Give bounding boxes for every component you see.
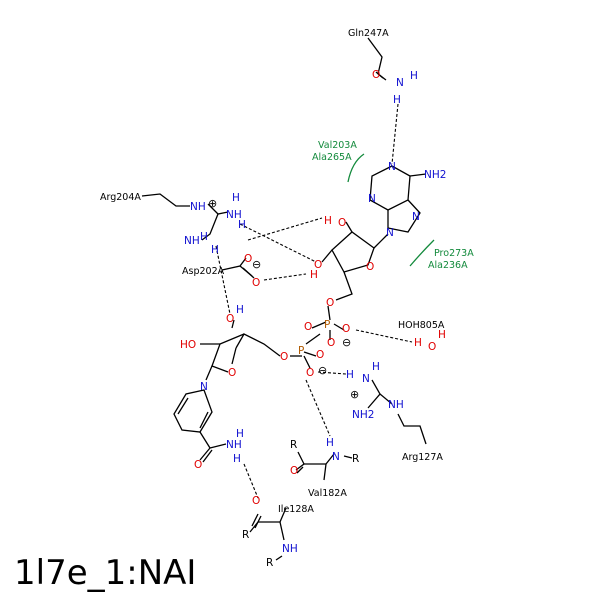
residue-label-hoh805: HOH805A — [398, 320, 445, 331]
charge-minus-asp202: ⊖ — [252, 258, 261, 271]
atom-h2-gln: H — [393, 94, 401, 106]
atom-nh-ile128: NH — [282, 543, 298, 555]
atom-h-o3-rib: H — [310, 269, 318, 281]
bond-lines — [141, 37, 427, 561]
atom-o-ile128: O — [252, 495, 260, 507]
atom-h-arg127: H — [346, 369, 354, 381]
atom-o2-rib: O — [338, 217, 346, 229]
atom-o2n: HO — [180, 339, 196, 351]
hydrogen-bonds — [215, 103, 413, 499]
residue-labels: Gln247A Arg204A Asp202A HOH805A Arg127A … — [100, 28, 474, 515]
atom-h2-nh2-arg204: H — [211, 244, 219, 256]
residue-label-arg127: Arg127A — [402, 452, 443, 463]
hydrophobic-arc-pro273 — [409, 239, 435, 267]
atom-h-o2-rib: H — [324, 215, 332, 227]
atom-h-n7n: H — [236, 428, 244, 440]
residue-label-ala265: Ala265A — [312, 152, 352, 163]
atom-ne-arg127: NH — [388, 399, 404, 411]
atom-o-val182: O — [290, 465, 298, 477]
atom-r-ile128: R — [242, 529, 249, 541]
atom-o1pa: O — [342, 323, 350, 335]
atom-o7n: O — [194, 459, 202, 471]
atom-h2-arg127: H — [372, 361, 380, 373]
atom-labels: O N H H N N N N NH2 O O O O P O O O P O … — [180, 69, 446, 569]
hydrophobic-arc-val203 — [347, 153, 365, 183]
residue-label-arg204: Arg204A — [100, 192, 141, 203]
atom-o5-rib: O — [326, 297, 334, 309]
atom-o3pa: O — [327, 337, 335, 349]
atom-n7-ade: N — [412, 211, 420, 223]
atom-o3n: O — [226, 313, 234, 325]
atom-ne-arg204: NH — [190, 201, 206, 213]
atom-n9-ade: N — [386, 227, 394, 239]
atom-nh1-arg204: NH — [226, 209, 242, 221]
atom-h2-nh1-arg204: H — [238, 219, 246, 231]
atom-o-hoh805: O — [428, 341, 436, 353]
atom-h2-hoh805: H — [414, 337, 422, 349]
atom-pn: P — [298, 345, 304, 357]
atom-od2-asp202: O — [252, 277, 260, 289]
residue-label-val182: Val182A — [308, 488, 347, 499]
atom-n-val182: N — [332, 451, 340, 463]
atom-n1-ade: N — [388, 161, 396, 173]
atom-h-o3n: H — [236, 304, 244, 316]
atom-o-gln: O — [372, 69, 380, 81]
atom-r-val182: R — [290, 439, 297, 451]
charge-minus-pa: ⊖ — [342, 336, 351, 349]
atom-n7n: NH — [226, 439, 242, 451]
atom-pa: P — [324, 319, 330, 331]
residue-label-pro273: Pro273A — [434, 248, 474, 259]
atom-nh2-arg127: NH2 — [352, 409, 374, 421]
atom-h-nh2-arg204: H — [200, 231, 208, 243]
atom-h-gln: H — [410, 70, 418, 82]
atom-n3-ade: N — [368, 193, 376, 205]
atom-h2-n7n: H — [233, 453, 241, 465]
residue-label-asp202: Asp202A — [182, 266, 225, 277]
atom-h1-hoh805: H — [438, 329, 446, 341]
residue-label-val203: Val203A — [318, 140, 357, 151]
charge-plus-arg127: ⊕ — [350, 388, 359, 401]
atom-o2pn: O — [306, 367, 314, 379]
residue-label-gln247: Gln247A — [348, 28, 389, 39]
diagram-title: 1l7e_1:NAI — [14, 553, 196, 593]
atom-nh1-arg127: N — [362, 373, 370, 385]
atom-o1pn: O — [316, 349, 324, 361]
residue-label-ala236: Ala236A — [428, 260, 468, 271]
atom-r2-ile128: R — [266, 557, 273, 569]
atom-nh2-ade: NH2 — [424, 169, 446, 181]
atom-r2-val182: R — [352, 453, 359, 465]
atom-o4n: O — [228, 367, 236, 379]
charge-plus-arg204: ⊕ — [208, 197, 217, 210]
atom-o4-rib: O — [366, 261, 374, 273]
atom-h-nh1-arg204: H — [232, 192, 240, 204]
atom-n1n: N — [200, 381, 208, 393]
atom-nh2-arg204: NH — [184, 235, 200, 247]
atom-o3-rib: O — [314, 259, 322, 271]
charge-minus-pn: ⊖ — [318, 364, 327, 377]
atom-o5n: O — [280, 351, 288, 363]
atom-n-gln: N — [396, 77, 404, 89]
atom-h-val182: H — [326, 437, 334, 449]
atom-od1-asp202: O — [244, 253, 252, 265]
residue-label-ile128: Ile128A — [278, 504, 314, 515]
atom-o2pa: O — [304, 321, 312, 333]
